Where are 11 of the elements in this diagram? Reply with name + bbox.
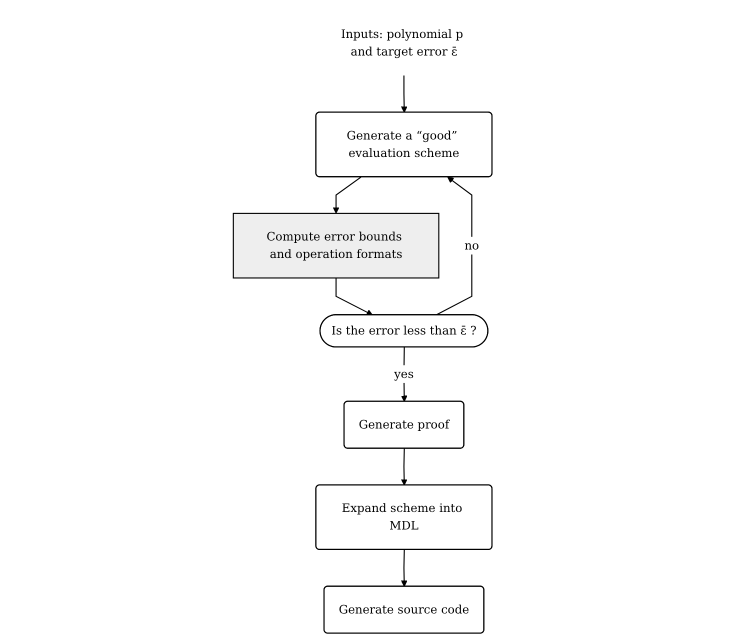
arrow xyxy=(401,347,408,402)
arrow xyxy=(400,550,408,587)
node-box: Compute error bounds and operation formats xyxy=(232,212,440,279)
arrow xyxy=(400,75,408,113)
edge-label: no xyxy=(464,238,480,252)
arrow xyxy=(436,176,472,316)
arrow xyxy=(336,278,373,316)
node-text: Inputs: polynomial p and target error ε̄ xyxy=(340,27,464,59)
arrow xyxy=(332,176,362,214)
edge-label: yes xyxy=(394,366,414,381)
arrow xyxy=(400,448,408,486)
